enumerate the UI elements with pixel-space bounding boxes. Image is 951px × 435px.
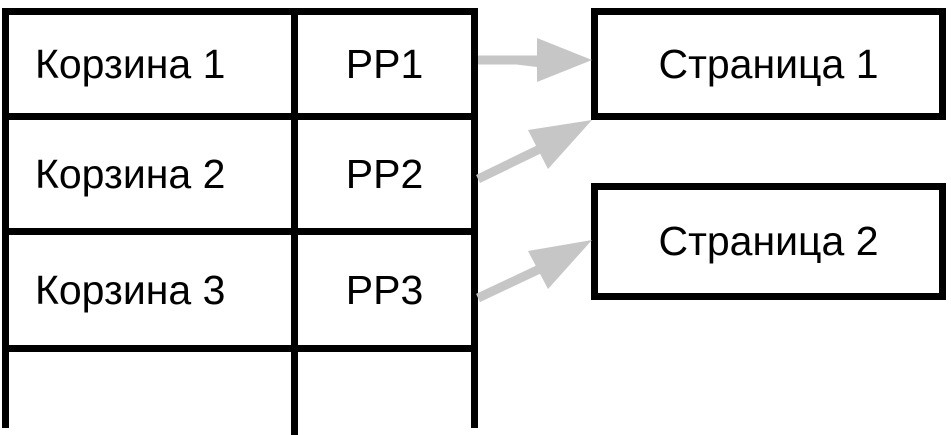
page-box-2-label: Страница 2 (658, 218, 879, 264)
table-row[interactable]: Корзина 2 PP2 (9, 120, 471, 235)
arrow-pp1-to-page1 (478, 38, 592, 82)
diagram-canvas: Корзина 1 PP1 Корзина 2 PP2 Корзина 3 PP… (2, 8, 946, 435)
pp-cell (298, 352, 471, 435)
page-box-1[interactable]: Страница 1 (591, 8, 946, 120)
arrow-pp2-to-page1 (476, 120, 592, 184)
arrow-pp3-to-page2 (476, 240, 592, 303)
page-box-1-label: Страница 1 (658, 40, 879, 87)
page-box-2[interactable]: Страница 2 (591, 183, 946, 300)
basket-pp-table: Корзина 1 PP1 Корзина 2 PP2 Корзина 3 PP… (2, 8, 478, 435)
basket-cell: Корзина 2 (9, 120, 298, 228)
basket-cell: Корзина 3 (9, 235, 298, 345)
pp-cell: PP1 (345, 40, 424, 87)
table-row[interactable]: Корзина 3 PP3 (9, 235, 471, 352)
table-row-empty[interactable] (9, 352, 471, 435)
basket-cell: Корзина 1 (9, 15, 298, 113)
basket-cell (9, 352, 298, 435)
pp-cell: PP2 (345, 150, 424, 197)
table-row[interactable]: Корзина 1 PP1 (9, 15, 471, 120)
pp-cell: PP3 (345, 266, 424, 313)
